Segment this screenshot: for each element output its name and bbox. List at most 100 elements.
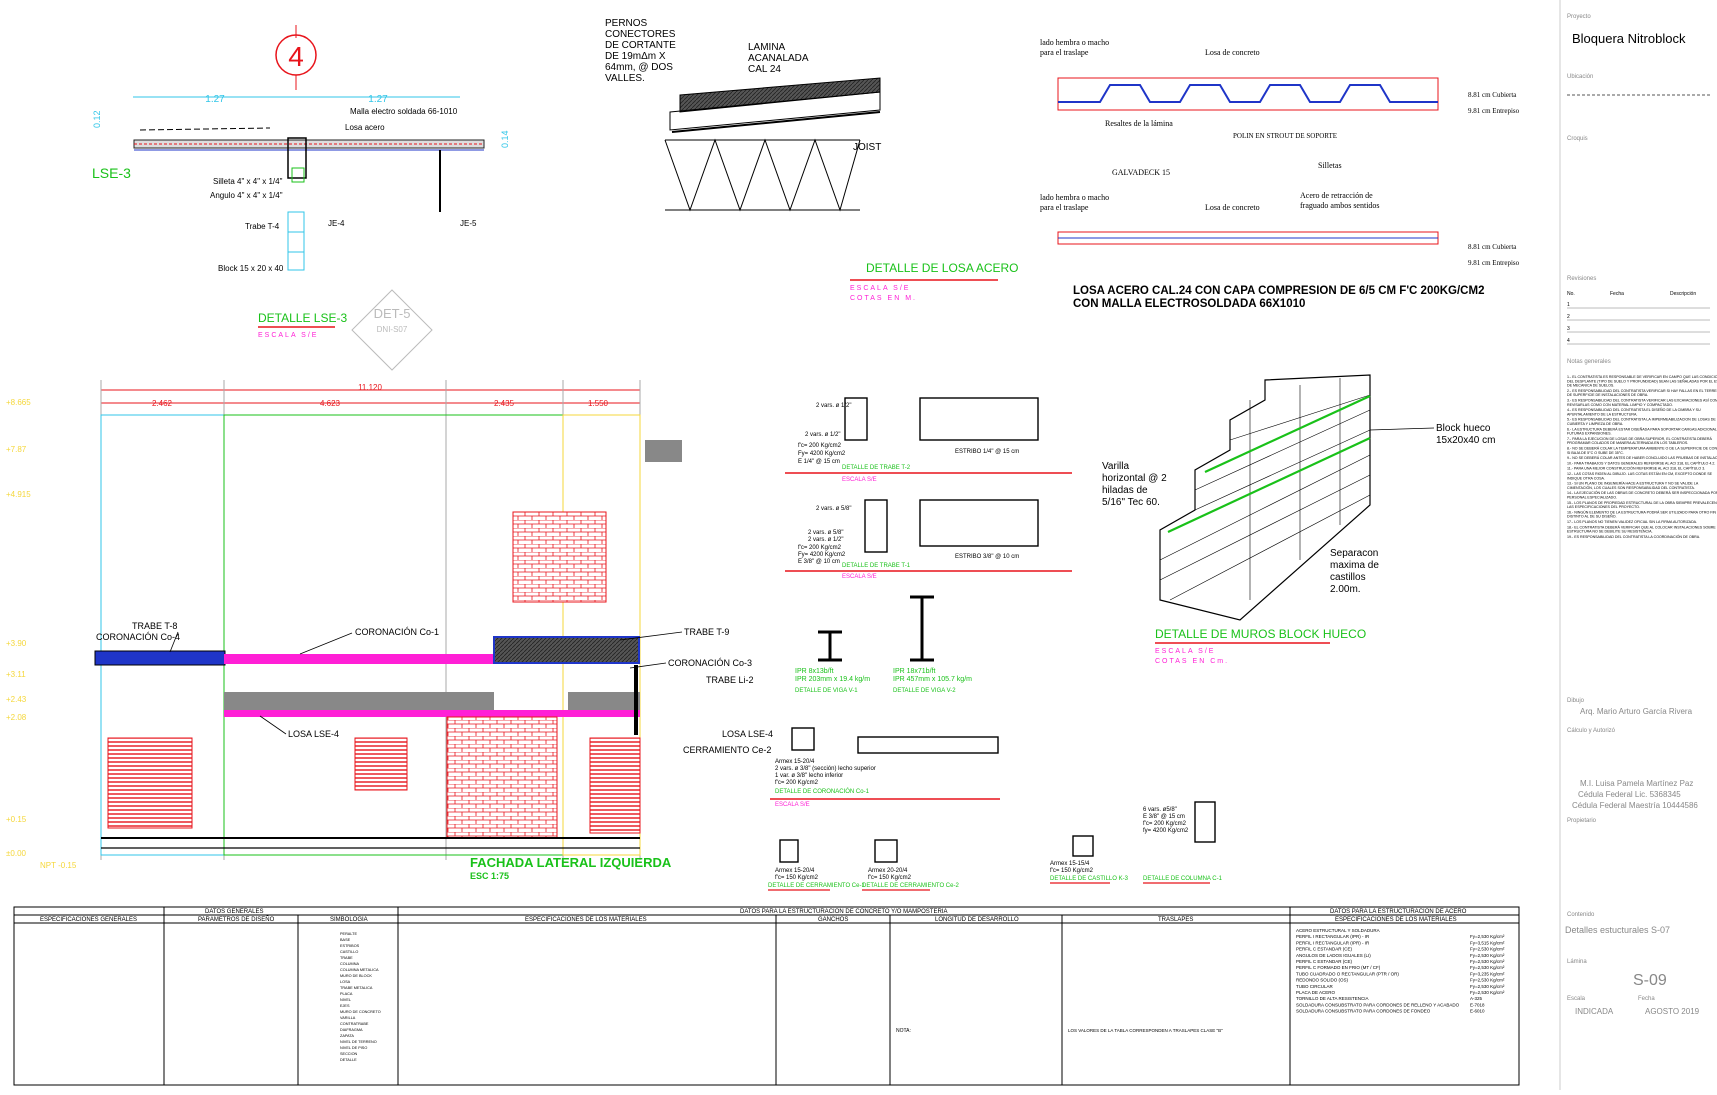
facade-dim-3: 2.435 [494, 399, 515, 408]
label-cerramiento: CERRAMIENTO Ce-2 [683, 745, 771, 755]
label-trabe-t8: TRABE T-8 [132, 621, 177, 631]
lse3-title: DETALLE LSE-3 [258, 311, 347, 325]
general-notes: 1.- EL CONTRATISTA ES RESPONSABLE DE VER… [1567, 375, 1717, 539]
tbl-datos-acero: DATOS PARA LA ESTRUCTURACION DE ACERO [1330, 909, 1467, 915]
lamina-1: LAMINA [748, 42, 786, 53]
gd-main-1: LOSA ACERO CAL.24 CON CAPA COMPRESION DE… [1073, 285, 1484, 297]
losa-label: Losa acero [345, 123, 385, 132]
simbologia-list: PERALTE BASE ESTRIBOS CASTILLO TRABE COL… [340, 932, 381, 1062]
gd2-acero2: fraguado ambos sentidos [1300, 201, 1380, 210]
simb-3: ESTRIBOS [340, 944, 360, 948]
simb-10: TRABE METALICA [340, 986, 373, 990]
block-size: 15x20x40 cm [1436, 435, 1495, 446]
gd-main-2: CON MALLA ELECTROSOLDADA 66X1010 [1073, 298, 1305, 310]
acero-value: Fy=2,530 Kg/cm² [1470, 953, 1505, 958]
block-hueco: Block hueco [1436, 423, 1491, 434]
c1-e: E 3/8" @ 15 cm [1143, 814, 1185, 820]
losa-title: DETALLE DE LOSA ACERO [866, 261, 1019, 275]
gd2-lado2: para el traslape [1040, 203, 1089, 212]
gd-lado1: lado hembra o macho [1040, 38, 1109, 47]
longitud-nota: NOTA: [896, 1028, 911, 1034]
acero-value: Fy=2,530 Kg/cm² [1470, 934, 1505, 939]
acero-item: ANGULOS DE LADOS IGUALES (LI) [1296, 953, 1371, 958]
tb-dibujo: Arq. Mario Arturo García Rivera [1580, 707, 1693, 716]
general-note: 1.- EL CONTRATISTA ES RESPONSABLE DE VER… [1567, 375, 1717, 388]
tb-fecha: AGOSTO 2019 [1645, 1007, 1700, 1016]
t2-scale: ESCALA S/E [842, 477, 877, 483]
facade-dim-1: 2.462 [152, 399, 173, 408]
sep-1: Separacon [1330, 548, 1378, 559]
tb-proyecto-label: Proyecto [1567, 14, 1591, 20]
tbl-ganchos: GANCHOS [818, 917, 848, 923]
gd2-acero1: Acero de retracción de [1300, 191, 1373, 200]
label-trabe-t9: TRABE T-9 [684, 627, 729, 637]
co1-armex3: 1 var. ø 3/8" lecho inferior [775, 773, 843, 779]
tb-cedula1: Cédula Federal Lic. 5368345 [1578, 790, 1681, 799]
detail-lse3: 4 1.27 1.27 0.12 0.14 LSE-3 Malla electr… [92, 25, 510, 371]
simb-15: VARILLA [340, 1016, 356, 1020]
pernos-4: DE 19mΔm X [605, 51, 666, 62]
co1-long [857, 736, 999, 754]
simb-18: ZAPATA [340, 1034, 354, 1038]
simb-7: COLUMNA METALICA [340, 968, 379, 972]
facade-total-dim: 11.120 [358, 383, 382, 392]
lse3-label: LSE-3 [92, 165, 131, 181]
det-stamp: DET-5 [374, 306, 411, 321]
label-coronacion-co3: CORONACIÓN Co-3 [668, 658, 752, 668]
tb-rev-col-2: Fecha [1610, 291, 1624, 297]
facade-dim-4: 1.550 [588, 399, 609, 408]
general-note: 5.- ES RESPONSABILIDAD DEL CONTRATISTA L… [1567, 418, 1716, 426]
t2-var-4: Fy= 4200 Kg/cm2 [798, 451, 846, 457]
facade-brick-wall [446, 716, 558, 839]
detail-losa-acero: PERNOS CONECTORES DE CORTANTE DE 19mΔm X… [605, 18, 1019, 302]
level-9: ±0.00 [6, 849, 27, 858]
co1-armex2: 2 vars. ø 3/8" (sección) lecho superior [775, 766, 876, 772]
tb-propietario-label: Propietario [1567, 818, 1597, 824]
general-note: 18.- EL CONTRATISTA DEBERÁ VERIFICAR QUE… [1567, 525, 1717, 533]
block-stack [287, 211, 305, 271]
acero-value: Fy=2,530 Kg/cm² [1470, 990, 1505, 995]
co1-title: DETALLE DE CORONACIÓN Co-1 [775, 788, 870, 795]
block-cotas: COTAS EN Cm. [1155, 658, 1229, 665]
acero-item: PLACA DE ACERO [1296, 990, 1336, 995]
c1-title: DETALLE DE COLUMNA C-1 [1143, 876, 1223, 882]
acero-value: Fy=2,530 Kg/cm² [1470, 984, 1505, 989]
varilla-3: hiladas de [1102, 485, 1148, 496]
tb-revisiones-label: Revisiones [1567, 276, 1596, 282]
facade-window-right [589, 737, 641, 834]
gd-entrepiso: 9.81 cm Entrepiso [1468, 107, 1520, 115]
ipr1-b: IPR 203mm x 19.4 kg/m [795, 676, 870, 683]
lamina-2: ACANALADA [748, 53, 809, 64]
coronacion-co1 [224, 654, 494, 664]
simb-14: MURO DE CONCRETO [340, 1010, 381, 1014]
t1-section [864, 499, 888, 553]
sep-4: 2.00m. [1330, 584, 1361, 595]
structural-details: 2 vars. ø 1/2" 2 vars. ø 1/2" f'c= 200 K… [768, 397, 1223, 891]
ce1-title: DETALLE DE CERRAMIENTO Ce-1 [768, 883, 865, 889]
acero-value: E-7018 [1470, 1002, 1485, 1007]
tb-cedula2: Cédula Federal Maestría 10444586 [1572, 801, 1698, 810]
general-note: 11.- PARA UNA MEJOR CONSTRUCCIÓN REFERIR… [1567, 466, 1705, 471]
general-note: 10.- PARA TRABAJOS Y DATOS GENERALES REF… [1567, 461, 1715, 465]
t1-var-5: Fy= 4200 Kg/cm2 [798, 552, 846, 558]
varilla-2: horizontal @ 2 [1102, 473, 1167, 484]
tbl-longitud: LONGITUD DE DESARROLLO [935, 917, 1019, 923]
tbl-esp-materiales: ESPECIFICACIONES DE LOS MATERIALES [525, 917, 647, 923]
tb-calculo: M.I. Luisa Pamela Martínez Paz [1580, 779, 1693, 788]
pernos-3: DE CORTANTE [605, 40, 676, 51]
simb-22: DETALLE [340, 1058, 357, 1062]
ce1-fc: f'c= 150 Kg/cm2 [775, 875, 819, 881]
k3-fc: f'c= 150 Kg/cm2 [1050, 868, 1094, 874]
acero-item: ACERO ESTRUCTURAL Y SOLDADURA [1296, 928, 1380, 933]
simb-19: NIVEL DE TERRENO [340, 1040, 377, 1044]
acero-value: Fy=2,530 Kg/cm² [1470, 947, 1505, 952]
gd2-losa: Losa de concreto [1205, 203, 1260, 212]
level-7: +2.08 [6, 713, 27, 722]
label-coronacion-co1: CORONACIÓN Co-1 [355, 627, 439, 637]
lse3-scale: ESCALA S/E [258, 332, 318, 339]
tb-rev-col-1: No. [1567, 291, 1575, 297]
simb-16: CONTRATRABE [340, 1022, 369, 1026]
pernos-2: CONECTORES [605, 29, 676, 40]
t2-var-5: E 1/4" @ 15 cm [798, 459, 840, 465]
label-losa-lse4-b: LOSA LSE-4 [722, 729, 773, 739]
